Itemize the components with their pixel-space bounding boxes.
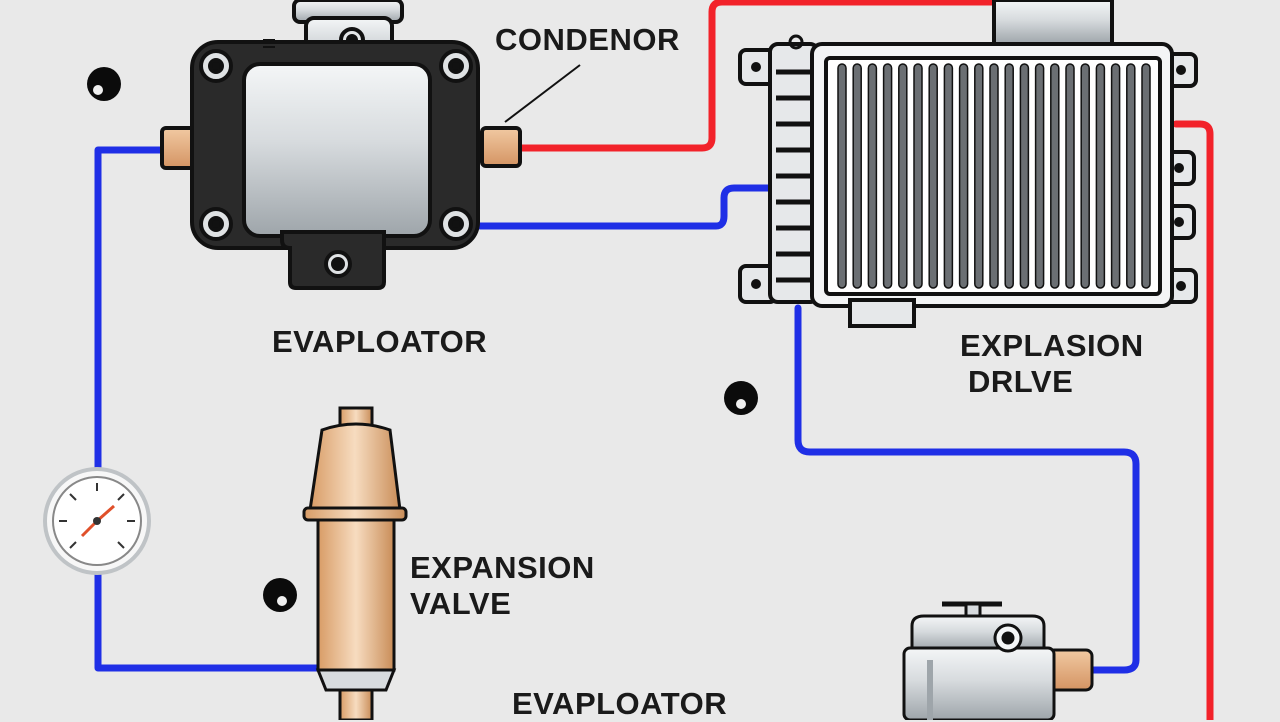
condenser-mount-holes <box>751 34 1186 291</box>
explasion-drive-label-line2: DRLVE <box>968 364 1074 399</box>
red-line-compressor-to-condenser <box>516 0 1096 152</box>
expansion-valve-label-line2: VALVE <box>410 586 512 621</box>
evaporator-bottom-label: EVAPLOATOR <box>512 686 728 721</box>
condenser-leader-line <box>504 64 581 123</box>
condenser-fin <box>898 63 908 289</box>
condenser-fin <box>1065 63 1075 289</box>
condenser-fin <box>928 63 938 289</box>
low-pressure-lines <box>94 146 1140 674</box>
condenser-header-rungs <box>776 69 812 283</box>
receiver-drier-icon <box>302 406 408 720</box>
expansion-valve-label-line1: EXPANSION <box>410 550 595 585</box>
expansion-valve-icon <box>902 601 1094 720</box>
condenser-fin <box>958 63 969 289</box>
condenser-fin <box>1080 63 1090 289</box>
condenser-fin <box>1019 63 1030 289</box>
compressor-detail <box>263 39 275 48</box>
high-pressure-lines <box>516 0 1214 720</box>
condenser-fin <box>1110 63 1121 289</box>
blue-line-left <box>94 146 334 672</box>
condenser-fin <box>913 63 923 289</box>
condenser-fin <box>1095 63 1106 289</box>
condenser-fin <box>943 63 954 289</box>
condenser-label: CONDENOR <box>495 22 680 57</box>
condenser-fin <box>1004 63 1014 289</box>
pressure-gauge-icon <box>43 467 151 575</box>
condenser-fin <box>852 63 862 289</box>
decorative-dots <box>87 67 758 612</box>
condenser-fin <box>1126 63 1136 289</box>
red-line-right <box>1172 120 1214 720</box>
compressor-icon <box>160 0 522 290</box>
blue-line-condenser-to-valve <box>794 304 1140 674</box>
condenser-fin <box>974 63 984 289</box>
explasion-drive-label-line1: EXPLASION <box>960 328 1144 363</box>
condenser-fin <box>989 63 999 289</box>
condenser-fin <box>882 63 893 289</box>
condenser-fin <box>1141 63 1151 289</box>
blue-line-compressor-to-condenser <box>476 184 776 230</box>
condenser-fin <box>1034 63 1045 289</box>
evaporator-top-label: EVAPLOATOR <box>272 324 488 359</box>
condenser-fin <box>1050 63 1060 289</box>
condenser-fin <box>867 63 878 289</box>
condenser-fins <box>837 63 1151 289</box>
condenser-fin <box>837 63 847 289</box>
